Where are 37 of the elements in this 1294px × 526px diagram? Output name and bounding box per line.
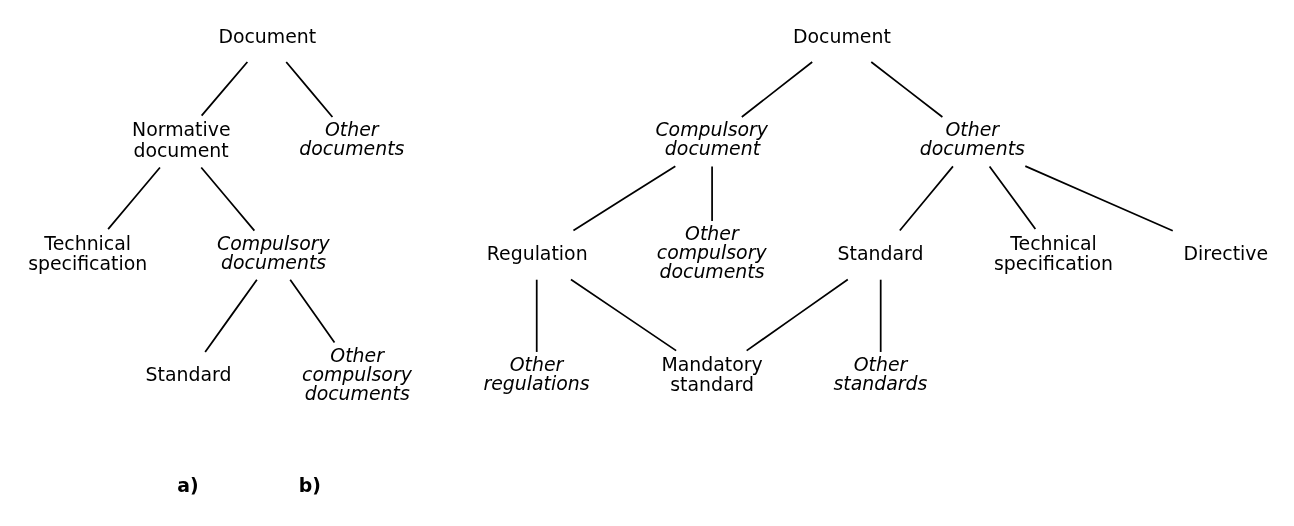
connector — [745, 278, 849, 352]
label: b) — [298, 473, 321, 496]
node-text: Other documents — [299, 118, 405, 160]
connector — [879, 278, 882, 353]
connector — [535, 278, 538, 353]
connector — [289, 278, 336, 344]
node-text: Other compulsory documents — [656, 222, 767, 283]
node-text: Regulation — [486, 241, 588, 264]
connector — [285, 61, 334, 118]
connector — [988, 165, 1037, 230]
node-text: Compulsory document — [655, 118, 769, 160]
node-text: Other regulations — [483, 353, 590, 395]
node-text: Compulsory documents — [217, 231, 330, 273]
connector — [898, 165, 954, 232]
node-text: Technical specification — [994, 231, 1114, 275]
node-text: Standard — [145, 363, 232, 386]
connector — [740, 61, 814, 118]
connector — [1024, 165, 1174, 232]
node-text: Normative document — [132, 118, 231, 161]
connector — [107, 166, 161, 230]
connector — [711, 165, 713, 222]
node-text: Directive — [1183, 241, 1269, 264]
connector — [570, 278, 677, 352]
label: a) — [177, 473, 199, 496]
connector — [204, 278, 258, 353]
node-text: Standard — [837, 241, 924, 264]
connector — [200, 61, 249, 117]
node-text: Document — [218, 24, 317, 47]
node-text: Mandatory standard — [661, 353, 763, 396]
connector — [200, 166, 256, 232]
node-text: Other documents — [919, 118, 1025, 160]
connector — [870, 61, 944, 118]
node-text: Other standards — [833, 353, 928, 395]
node-text: Other compulsory documents — [302, 343, 412, 404]
node-text: Document — [793, 24, 891, 47]
node-text: Technical specification — [28, 231, 148, 275]
connector — [572, 165, 677, 232]
